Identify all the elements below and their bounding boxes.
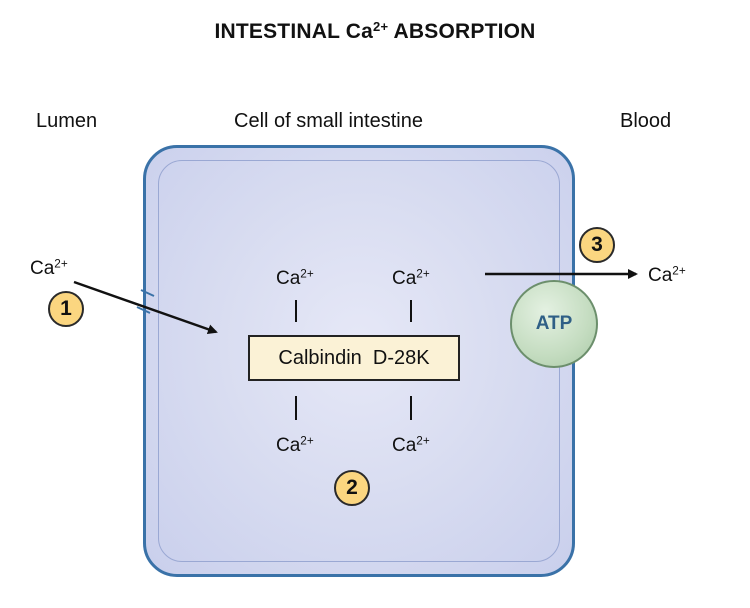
ca-ion-bound-top-right: Ca2+ bbox=[392, 267, 430, 289]
ca-ion-blood: Ca2+ bbox=[648, 264, 686, 286]
lumen-label: Lumen bbox=[36, 110, 98, 132]
calbindin-box: Calbindin D-28K bbox=[248, 335, 460, 381]
step-2-badge: 2 bbox=[334, 470, 370, 506]
membrane-channel-b bbox=[136, 306, 151, 314]
entry-arrow bbox=[73, 280, 218, 335]
blood-label: Blood bbox=[620, 110, 672, 132]
ca-ion-bound-bottom-left: Ca2+ bbox=[276, 434, 314, 456]
step-1-badge: 1 bbox=[48, 291, 84, 327]
membrane-channel-a bbox=[140, 289, 155, 297]
ca-ion-lumen: Ca2+ bbox=[30, 257, 68, 279]
cell-label: Cell of small intestine bbox=[234, 110, 423, 132]
diagram-title: INTESTINAL Ca2+ ABSORPTION bbox=[214, 18, 536, 43]
atp-pump: ATP bbox=[510, 280, 598, 368]
ca-ion-bound-top-left: Ca2+ bbox=[276, 267, 314, 289]
step-3-badge: 3 bbox=[579, 227, 615, 263]
ca-ion-bound-bottom-right: Ca2+ bbox=[392, 434, 430, 456]
